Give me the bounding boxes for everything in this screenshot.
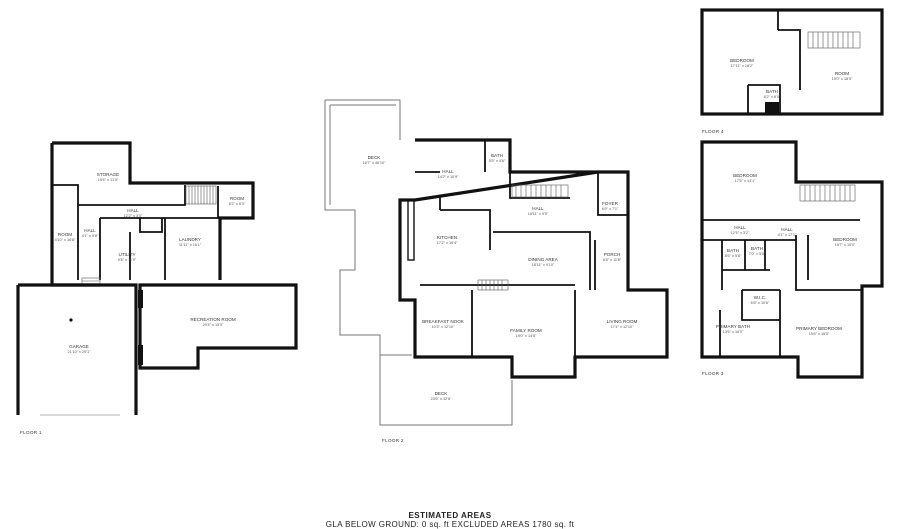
- room-dims: 15'6" x 11'3": [98, 178, 119, 182]
- room-dims: 6'6" x 11'8": [603, 258, 622, 262]
- room-name: LIVING ROOM: [607, 319, 638, 324]
- room-name: BEDROOM: [833, 237, 857, 242]
- floor-drain-icon: [69, 318, 73, 322]
- room-name: DECK: [435, 391, 449, 396]
- room-dims: 4'1" x 17'1": [778, 233, 797, 237]
- floor-label: FLOOR 1: [20, 430, 42, 435]
- room-name: FOYER: [602, 201, 619, 206]
- room-dims: 12'2" x 3'0": [124, 214, 143, 218]
- room-name: BATH: [766, 89, 778, 94]
- stairs: [477, 184, 569, 291]
- room-dims: 21'10" x 29'1": [68, 350, 92, 354]
- room-dims: 15'6" x 16'5": [809, 332, 830, 336]
- room-name: LAUNDRY: [179, 237, 201, 242]
- room-name: BREAKFAST NOOK: [422, 319, 465, 324]
- room-name: BATH: [727, 248, 739, 253]
- room-dims: 9'6" x 11'9": [118, 258, 137, 262]
- floor-label: FLOOR 3: [702, 371, 724, 376]
- room-dims: 17'4" x 12'10": [611, 325, 635, 329]
- room-name: DINING AREA: [528, 257, 559, 262]
- room-dims: 5'5" x 4'6": [489, 159, 506, 163]
- room-name: W.I.C.: [754, 295, 767, 300]
- room-name: HALL: [84, 228, 96, 233]
- room-name: BATH: [491, 153, 503, 158]
- chimney: [765, 102, 779, 113]
- floor-label: FLOOR 4: [702, 129, 724, 134]
- room-name: PORCH: [604, 252, 621, 257]
- room-name: HALL: [532, 206, 544, 211]
- room-name: KITCHEN: [437, 235, 457, 240]
- estimated-areas-title: ESTIMATED AREAS: [408, 511, 492, 520]
- room-dims: 19'0" x 14'6": [516, 334, 537, 338]
- room-dims: 14'2" x 10'9": [438, 175, 459, 179]
- room-dims: 8'2" x 6'0": [764, 95, 781, 99]
- room-dims: 19'0" x 18'5": [832, 77, 853, 81]
- room-dims: 17'2" x 16'4": [437, 241, 458, 245]
- room-dims: 13'6" x 16'0": [723, 330, 744, 334]
- room-name: STORAGE: [97, 172, 119, 177]
- room-name: FAMILY ROOM: [510, 328, 542, 333]
- stairs: [807, 31, 861, 49]
- room-name: RECREATION ROOM: [190, 317, 236, 322]
- room-dims: 18'11" x 9'5": [528, 212, 549, 216]
- room-dims: 6'6" x 10'6": [751, 301, 770, 305]
- room-name: ROOM: [835, 71, 849, 76]
- room-dims: 4'10" x 16'8": [55, 238, 76, 242]
- floor-4-plan: BEDROOM 17'11" x 18'2" ROOM 19'0" x 18'5…: [700, 8, 884, 134]
- floor-2-plan: DECK 16'7" x 46'10" HALL 14'2" x 10'9" B…: [324, 99, 669, 443]
- room-dims: 17'5" x 14'1": [735, 179, 756, 183]
- room-dims: 29'4" x 15'0": [203, 323, 224, 327]
- counter: [407, 199, 415, 261]
- room-dims: 16'7" x 46'10": [363, 161, 387, 165]
- room-dims: 16'7" x 15'0": [835, 243, 856, 247]
- estimated-areas-summary: GLA BELOW GROUND: 0 sq. ft EXCLUDED AREA…: [325, 520, 575, 529]
- room-dims: 10'3" x 12'10": [432, 325, 456, 329]
- stairs: [799, 184, 856, 202]
- room-dims: 17'11" x 18'2": [731, 64, 754, 68]
- room-name: HALL: [734, 225, 746, 230]
- room-name: ROOM: [58, 232, 72, 237]
- room-name: DECK: [368, 155, 382, 160]
- floor-1-plan: STORAGE 15'6" x 11'3" ROOM 6'2" x 6'3" H…: [16, 141, 298, 435]
- room-name: BEDROOM: [733, 173, 757, 178]
- room-name: BATH: [751, 246, 763, 251]
- room-dims: 4'1" x 9'8": [82, 234, 99, 238]
- room-dims: 6'2" x 6'3": [229, 202, 246, 206]
- floor-3-plan: BEDROOM 17'5" x 14'1" HALL 12'5" x 3'2" …: [700, 140, 884, 379]
- room-dims: 12'5" x 3'2": [731, 231, 750, 235]
- room-name: UTILITY: [118, 252, 135, 257]
- room-name: HALL: [127, 208, 139, 213]
- room-name: PRIMARY BATH: [716, 324, 750, 329]
- floor-label: FLOOR 2: [382, 438, 404, 443]
- wall-post: [138, 290, 143, 308]
- room-dims: 8'6" x 5'8": [725, 254, 742, 258]
- room-dims: 7'0" x 5'5": [749, 252, 766, 256]
- room-name: PRIMARY BEDROOM: [796, 326, 842, 331]
- room-dims: 6'9" x 7'1": [602, 207, 619, 211]
- room-name: HALL: [781, 227, 793, 232]
- room-dims: 11'11" x 16'1": [179, 243, 202, 247]
- room-name: ROOM: [230, 196, 244, 201]
- stairs: [81, 185, 217, 287]
- room-dims: 23'6" x 12'6": [431, 397, 452, 401]
- room-name: GARAGE: [69, 344, 89, 349]
- room-dims: 18'11" x 9'10": [532, 263, 555, 267]
- wall-post: [138, 345, 143, 365]
- room-name: HALL: [442, 169, 454, 174]
- room-name: BEDROOM: [730, 58, 754, 63]
